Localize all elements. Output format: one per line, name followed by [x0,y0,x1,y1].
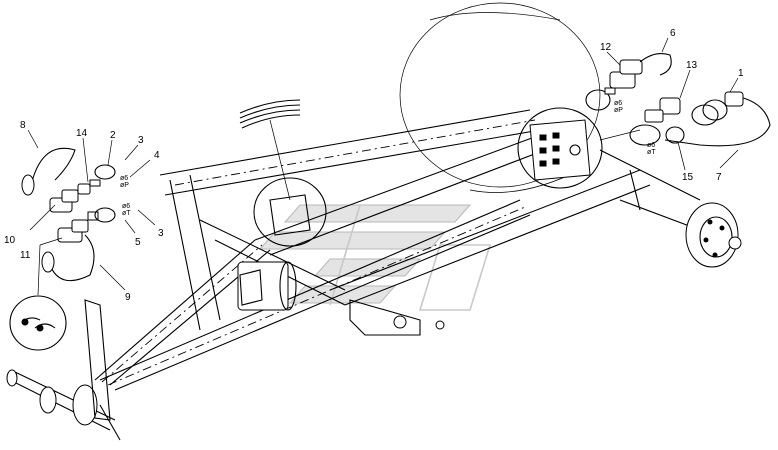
dim-label-4a: ø6 [647,142,655,149]
callout-11: 11 [20,250,31,261]
callout-3: 3 [138,135,144,146]
dimension-labels: ø6 øP ø6 øT ø6 øP ø6 øT [120,100,656,217]
hydraulic-hose-bundle [239,99,301,201]
callout-2: 2 [110,130,116,141]
callout-6: 6 [670,28,676,39]
callout-4: 4 [154,150,160,161]
callout-13: 13 [686,60,698,71]
callout-15: 15 [682,172,694,183]
watermark-logo [258,204,492,311]
detail-circle-centre [253,177,327,247]
callout-3-lower: 3 [158,228,164,239]
callout-10: 10 [4,235,16,246]
callout-9: 9 [125,292,131,303]
left-coupler-upper [21,147,116,213]
dim-label-2a: ø6 [122,203,130,210]
front-axle [6,299,121,441]
dim-label-2b: øT [122,210,131,217]
callout-labels: 8 14 2 3 4 10 11 5 3 9 12 6 13 1 7 15 [4,28,744,303]
central-cylinder [237,261,297,311]
callout-8: 8 [20,120,26,131]
detail-circle-bracket [517,107,641,189]
callout-1: 1 [738,68,744,79]
right-coupler-lower [629,91,771,147]
swing-arm [349,299,445,336]
trailer-frame [94,109,701,391]
wheel-hub [685,202,742,268]
left-coupler-lower [41,207,116,282]
callout-7: 7 [716,172,722,183]
callout-12: 12 [600,42,612,53]
right-coupler-upper [585,53,672,111]
callout-5: 5 [135,237,141,248]
dim-label-1b: øP [120,182,129,189]
detail-circle-caps [9,244,67,351]
dim-label-3a: ø6 [614,100,622,107]
callout-14: 14 [76,128,88,139]
dim-label-3b: øP [614,107,623,114]
dim-label-1a: ø6 [120,175,128,182]
leader-lines [27,37,739,291]
dim-label-4b: øT [647,149,656,156]
